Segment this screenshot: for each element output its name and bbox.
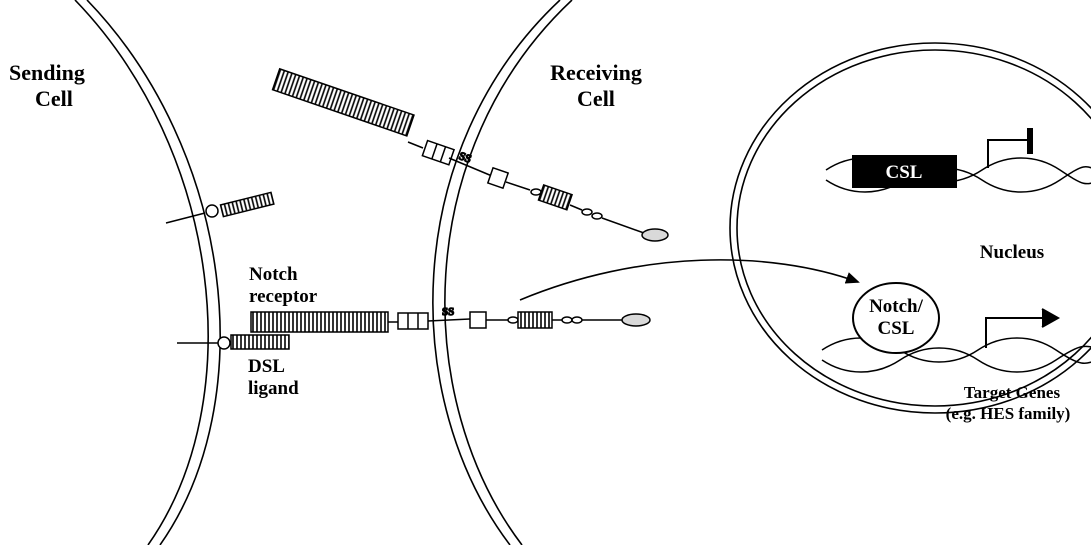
svg-text:SS: SS (457, 150, 473, 165)
receiving-cell-label-2: Cell (577, 86, 615, 111)
notch-receptor-label-1: Notch (249, 264, 298, 285)
dsl-ligand-bound (177, 335, 289, 349)
notch-receptor-label-2: receptor (249, 286, 318, 307)
sending-cell-membrane (75, 0, 220, 545)
target-genes-label-2: (e.g. HES family) (946, 404, 1071, 423)
dsl-ligand-upper (166, 192, 274, 223)
notch-csl-line2: CSL (878, 318, 915, 339)
svg-text:SS: SS (442, 306, 454, 318)
csl-label: CSL (886, 162, 923, 183)
blocked-promoter-icon (988, 128, 1030, 168)
notch-csl-line1: Notch/ (869, 296, 924, 317)
sending-cell-label-1: Sending (9, 60, 85, 85)
receiving-cell-label-1: Receiving (550, 60, 642, 85)
dsl-ligand-label-1: DSL (248, 356, 285, 377)
dna-strand-lower (822, 338, 1091, 372)
dsl-ligand-label-2: ligand (248, 378, 299, 399)
nucleus-envelope (730, 43, 1091, 413)
signal-arrow (520, 260, 858, 300)
target-genes-label-1: Target Genes (964, 383, 1061, 402)
notch-receptor-bound: SS (251, 306, 650, 332)
notch-csl-complex: Notch/ CSL (853, 283, 939, 353)
sending-cell-label-2: Cell (35, 86, 73, 111)
nucleus-label: Nucleus (980, 242, 1044, 263)
active-promoter-arrow-icon (986, 309, 1058, 348)
csl-repressor-box: CSL (852, 155, 957, 188)
